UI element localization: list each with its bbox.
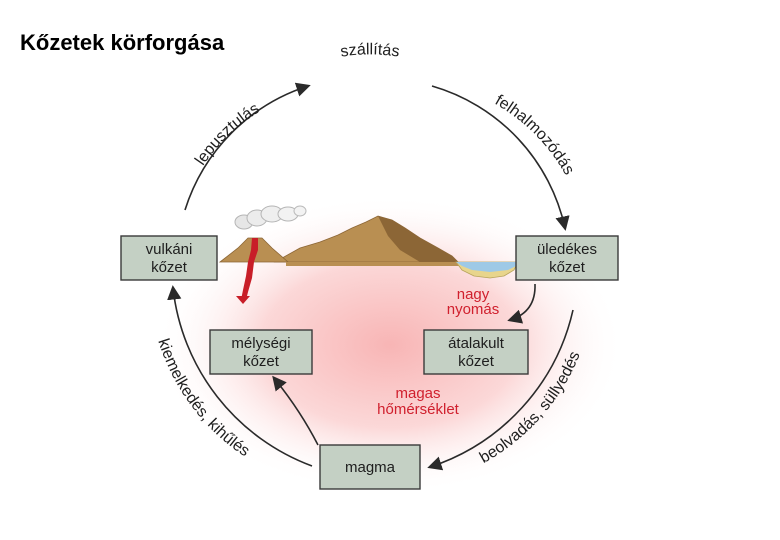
box-sedimentary-line1: üledékes: [537, 241, 597, 258]
box-plutonic-rock: mélységi kőzet: [209, 329, 313, 375]
box-metamorphic-line1: átalakult: [448, 335, 505, 352]
lava-conduit: [241, 238, 258, 300]
label-transport: szállítás: [339, 41, 400, 60]
box-metamorphic-rock: átalakult kőzet: [423, 329, 529, 375]
page-title: Kőzetek körforgása: [20, 30, 225, 55]
box-magma-label: magma: [345, 459, 396, 476]
label-high-temperature-line1: magas: [395, 385, 440, 402]
label-erosion: lepusztulás: [192, 100, 262, 168]
water: [456, 262, 518, 272]
lava-arrow: [236, 296, 250, 304]
box-volcanic-rock: vulkáni kőzet: [120, 235, 218, 281]
box-magma: magma: [319, 444, 421, 490]
arrow-top-left: [184, 82, 311, 211]
box-plutonic-line2: kőzet: [243, 353, 280, 370]
box-sedimentary-rock: üledékes kőzet: [515, 235, 619, 281]
box-metamorphic-line2: kőzet: [458, 353, 495, 370]
arrow-left-bottom: [167, 285, 313, 467]
arrow-right-bottom: [427, 309, 574, 471]
landscape: [218, 205, 519, 304]
arrow-top-right: [431, 85, 570, 231]
cycle-arrows: [167, 82, 574, 471]
volcano-smoke: [234, 205, 307, 230]
box-volcanic-line1: vulkáni: [146, 241, 193, 258]
box-sedimentary-line2: kőzet: [549, 259, 586, 276]
label-high-pressure-line2: nyomás: [447, 301, 500, 318]
lowland: [286, 262, 460, 266]
arrow-magma-to-deep: [272, 375, 319, 446]
label-high-pressure-line1: nagy: [457, 286, 490, 303]
box-plutonic-line1: mélységi: [231, 335, 290, 352]
label-accumulation: felhalmozódás: [492, 92, 577, 178]
mountain-shadow: [378, 216, 458, 262]
arrow-pressure: [507, 283, 536, 324]
box-volcanic-line2: kőzet: [151, 259, 188, 276]
label-high-temperature-line2: hőmérséklet: [377, 401, 460, 418]
